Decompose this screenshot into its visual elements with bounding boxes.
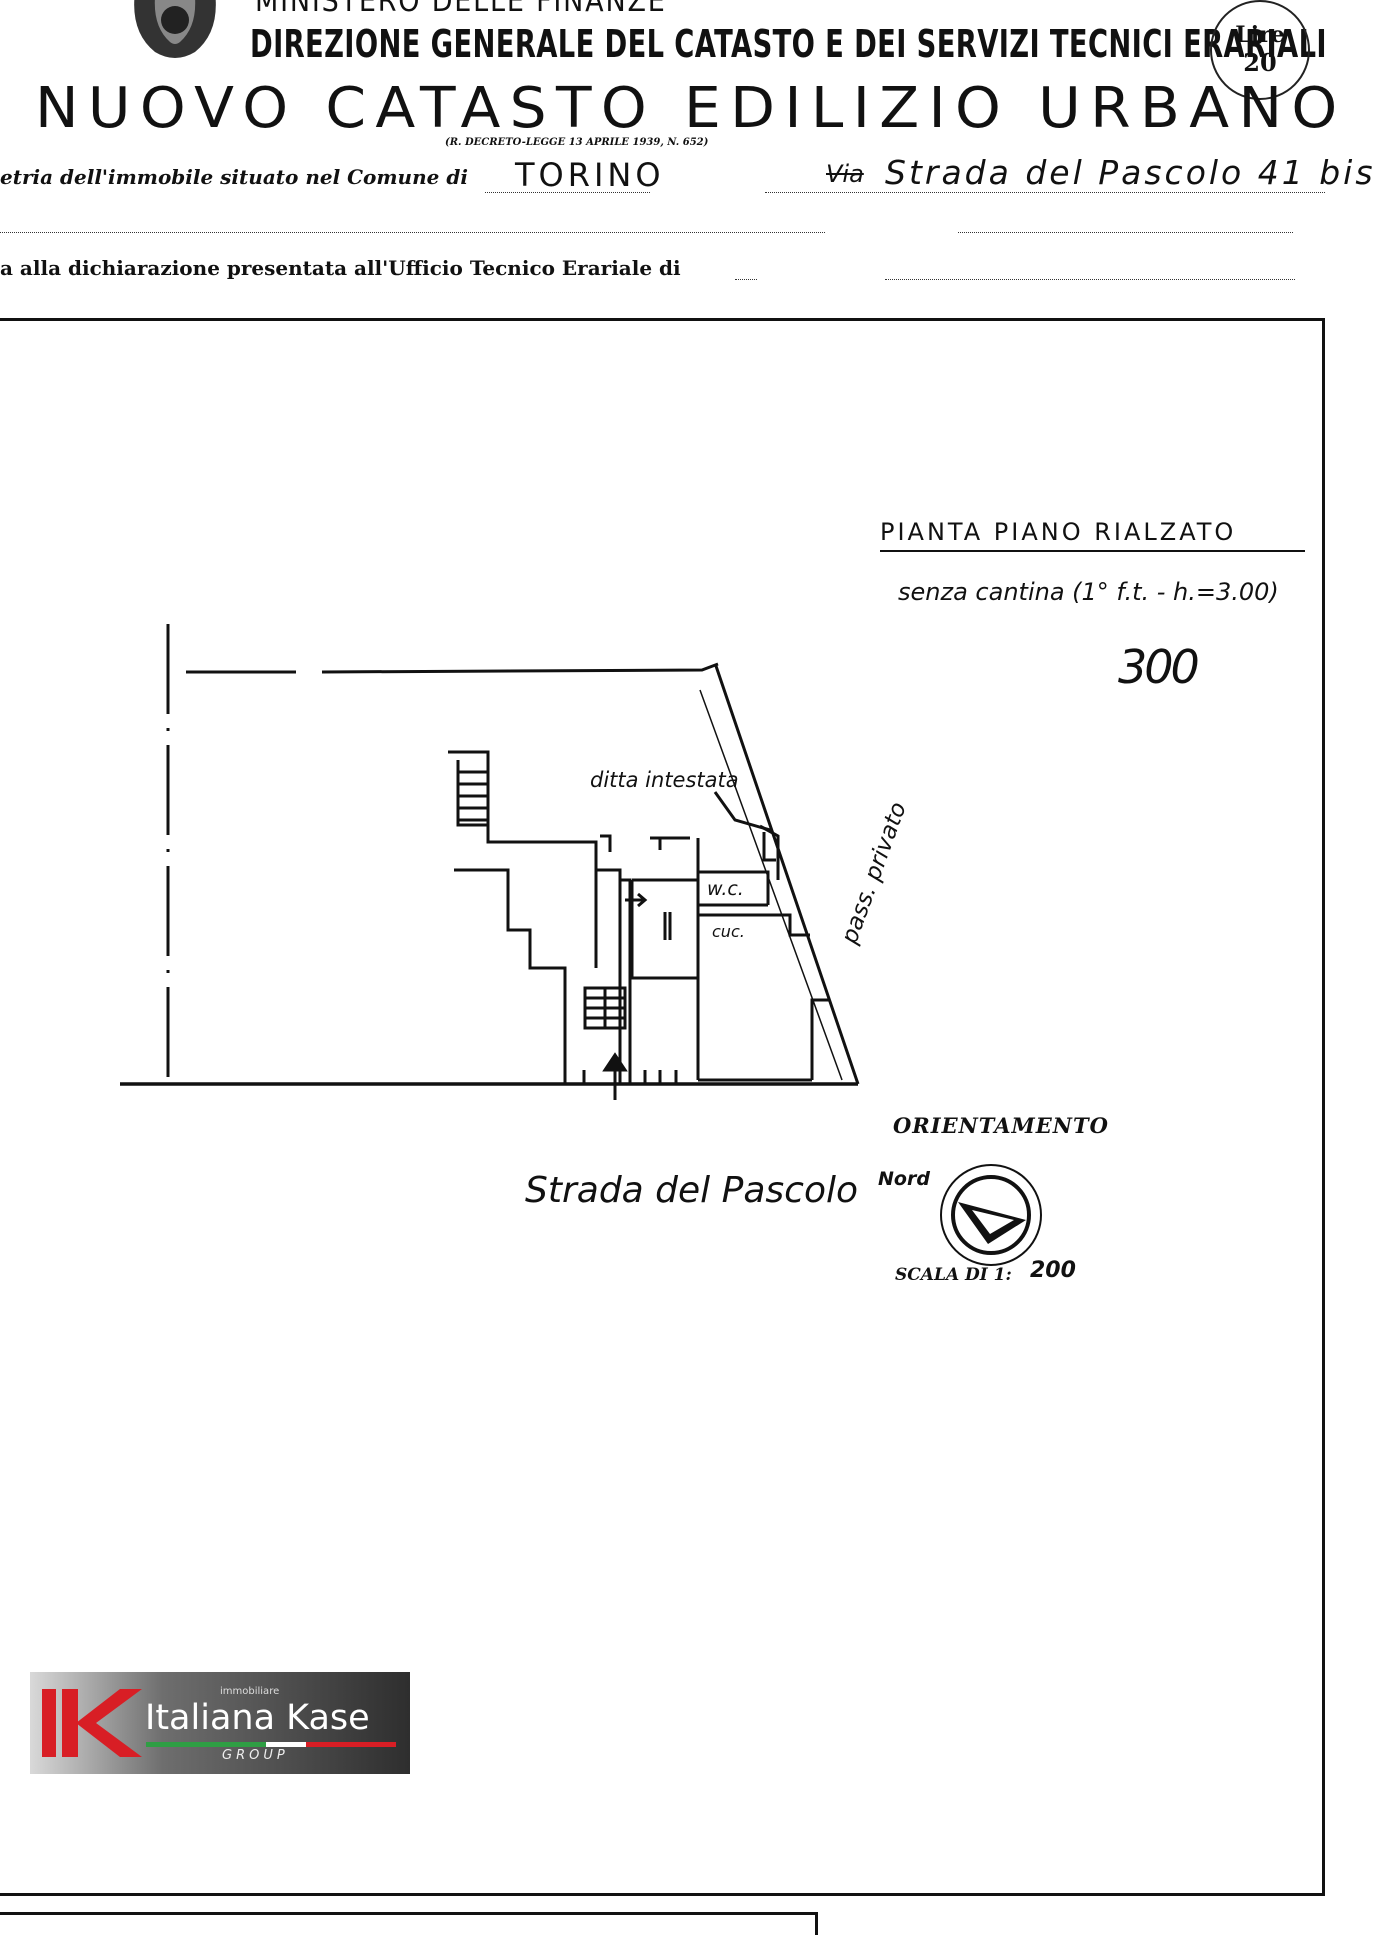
decreto-note: (R. DECRETO-LEGGE 13 APRILE 1939, N. 652…: [445, 137, 709, 148]
plan-number: 300: [1118, 640, 1200, 694]
label-ditta: ditta intestata: [590, 768, 739, 792]
floor-plan: [120, 624, 860, 1100]
emblem: [125, 0, 225, 64]
ufficio-dotline-a: [735, 279, 757, 280]
address-value: Strada del Pascolo 41 bis: [885, 153, 1376, 192]
plan-title-underline: [880, 550, 1305, 552]
logo-group: GROUP: [222, 1748, 289, 1763]
logo-k-icon: [76, 1689, 142, 1757]
logo-stripe-red: [306, 1742, 396, 1747]
scala-label: SCALA DI 1:: [895, 1265, 1012, 1285]
comune-label: etria dell'immobile situato nel Comune d…: [0, 165, 468, 189]
scala-value: 200: [1030, 1258, 1076, 1283]
logo-k-stem: [62, 1689, 78, 1757]
blank-line-left: [0, 232, 825, 233]
blank-line-right: [958, 232, 1293, 233]
stamp-line2: 20: [1243, 48, 1277, 77]
logo-name: Italiana Kase: [145, 1698, 370, 1738]
logo-stripe-green: [146, 1742, 266, 1747]
street-label: Strada del Pascolo: [525, 1170, 858, 1211]
ufficio-label: a alla dichiarazione presentata all'Uffi…: [0, 256, 681, 280]
address-dotline: [765, 192, 1325, 193]
nord-label: Nord: [878, 1168, 930, 1190]
comune-value: TORINO: [515, 156, 665, 194]
ufficio-dotline-b: [885, 279, 1295, 280]
stamp: Lire 20: [1210, 0, 1310, 100]
agency-logo: immobiliare Italiana Kase GROUP: [30, 1672, 410, 1774]
label-wc: w.c.: [707, 878, 744, 900]
page-title: NUOVO CATASTO EDILIZIO URBANO: [35, 76, 1347, 141]
compass-icon: [940, 1164, 1042, 1266]
comune-dotline: [485, 192, 650, 193]
via-struck: Via: [826, 160, 864, 188]
direzione-title: DIREZIONE GENERALE DEL CATASTO E DEI SER…: [250, 22, 1327, 66]
label-cuc: cuc.: [712, 922, 745, 941]
logo-stripe-white: [266, 1742, 306, 1747]
plan-subtitle: senza cantina (1° f.t. - h.=3.00): [898, 578, 1279, 606]
ministry-title: MINISTERO DELLE FINANZE: [255, 0, 667, 19]
logo-bar: [42, 1689, 56, 1757]
bottom-frame: [0, 1912, 818, 1935]
plan-title: PIANTA PIANO RIALZATO: [880, 518, 1237, 546]
stamp-line1: Lire: [1235, 22, 1285, 48]
orientamento-label: ORIENTAMENTO: [893, 1113, 1109, 1138]
plan-frame: [0, 318, 1325, 1896]
logo-small-text: immobiliare: [220, 1686, 280, 1697]
